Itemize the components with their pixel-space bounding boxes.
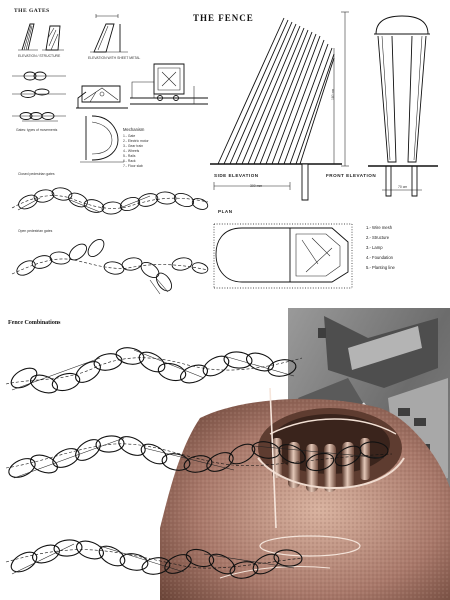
- fence-legend-item: 1.- Wire mesh: [366, 225, 393, 230]
- front-elevation-label: FRONT ELEVATION: [326, 173, 377, 178]
- gate-elevation-sheet-drawing: [88, 12, 132, 56]
- fence-base-dimension: 300 mm: [250, 184, 263, 188]
- gate-elevation-label: ELEVATION / STRUCTURE: [18, 54, 61, 58]
- fence-combination-row-3: [4, 518, 304, 598]
- fence-legend-item: 5.- Planting line: [366, 265, 395, 270]
- closed-gates-drawing: [10, 178, 210, 224]
- fence-plan-drawing: [212, 216, 360, 292]
- gate-movement-types-drawing: [10, 66, 68, 128]
- copper-model-photo: [160, 378, 450, 600]
- gate-elevation-sheet-label: ELEVATION WITH SHEET METAL: [88, 56, 141, 60]
- open-gates-label: Open pedestrian gates: [18, 229, 53, 233]
- mechanism-item: 2.- Electric motor: [123, 139, 149, 143]
- gate-hinge-detail-drawing: [72, 72, 132, 112]
- combinations-title: Fence Combinations: [8, 320, 61, 326]
- fence-title: THE FENCE: [193, 13, 254, 23]
- gate-elevation-structure-drawing: [16, 16, 66, 56]
- closed-gates-label: Closed pedestrian gates: [18, 172, 55, 176]
- fence-legend-item: 3.- Lamp: [366, 245, 383, 250]
- mechanism-item: 7.- Floor slab: [123, 164, 143, 168]
- fence-legend-item: 2.- Structure: [366, 235, 390, 240]
- fence-front-dimension: 70 cm: [398, 185, 408, 189]
- fence-combination-row-2: [4, 418, 394, 498]
- side-elevation-drawing: [210, 14, 350, 174]
- fence-combination-row-1: [4, 338, 304, 410]
- fence-legend-item: 4.- Foundation: [366, 255, 394, 260]
- fence-height-dim-line: [340, 10, 350, 170]
- gate-wheel-detail-drawing: [78, 112, 126, 166]
- mechanism-item: 3.- Gear train: [123, 144, 143, 148]
- mechanism-item: 6.- Rack: [123, 159, 136, 163]
- side-elevation-label: SIDE ELEVATION: [214, 173, 259, 178]
- front-elevation-drawing: [368, 14, 438, 200]
- gates-title: THE GATES: [14, 8, 50, 14]
- mechanism-item: 1.- Gate: [123, 134, 136, 138]
- fence-height-dimension: 180 cm: [331, 88, 335, 100]
- mechanism-item: 5.- Rails: [123, 154, 136, 158]
- mechanism-item: 4.- Wheels: [123, 149, 140, 153]
- gate-mechanism-drawing: [128, 58, 210, 116]
- plan-label: PLAN: [218, 209, 233, 214]
- gate-types-label: Gates: types of movements: [16, 128, 58, 132]
- open-gates-drawing: [10, 234, 210, 298]
- mechanism-title: Mechanism: [123, 127, 145, 132]
